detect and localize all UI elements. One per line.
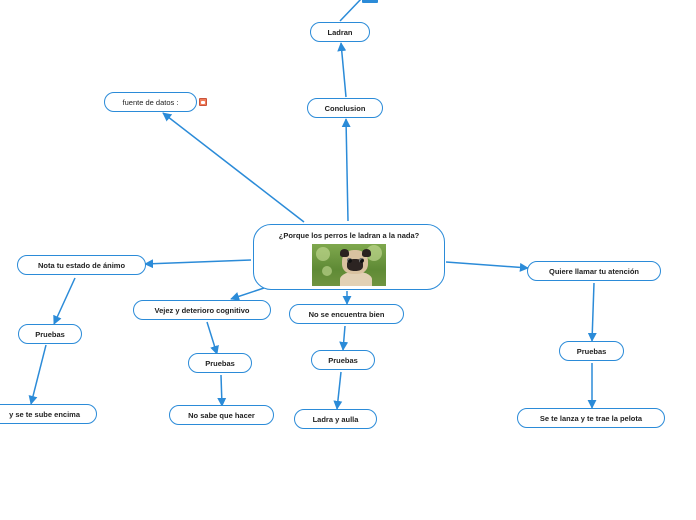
node-ladran-label: Ladran (327, 27, 353, 37)
node-fuente-de-datos-label: fuente de datos : (122, 97, 179, 107)
node-no-se-encuentra-bien[interactable]: No se encuentra bien (289, 304, 404, 324)
node-quiere-label: Quiere llamar tu atención (548, 266, 640, 276)
node-conclusion[interactable]: Conclusion (307, 98, 383, 118)
node-pruebas-quiere[interactable]: Pruebas (559, 341, 624, 361)
edge-pruebas-ladra (333, 371, 343, 410)
central-topic-title: ¿Porque los perros le ladran a la nada? (278, 231, 420, 240)
node-pruebas-nota-label: Pruebas (35, 329, 65, 339)
edge-central-fuente (162, 112, 305, 223)
node-no-sabe-label: No sabe que hacer (188, 410, 255, 420)
node-pruebas-quiere-label: Pruebas (576, 346, 607, 356)
edge-ladran-top (339, 0, 362, 22)
edge-central-conclusion (341, 118, 351, 222)
edge-nota-pruebas (53, 277, 76, 325)
edge-central-quiere (445, 261, 529, 272)
node-nota-estado-animo[interactable]: Nota tu estado de ánimo (17, 255, 146, 275)
node-pruebas-no-bien[interactable]: Pruebas (311, 350, 375, 370)
node-sube-encima-label: y se te sube encima (9, 409, 80, 419)
node-pruebas-nota[interactable]: Pruebas (18, 324, 82, 344)
attachment-icon[interactable] (199, 98, 207, 106)
pug-photo (312, 244, 386, 286)
edge-quiere-pruebas (587, 282, 597, 342)
node-no-bien-label: No se encuentra bien (308, 309, 385, 319)
node-ladra-aulla-label: Ladra y aulla (312, 414, 359, 424)
node-nota-label: Nota tu estado de ánimo (37, 260, 126, 270)
node-pruebas-vejez[interactable]: Pruebas (188, 353, 252, 373)
edge-central-vejez (230, 287, 265, 301)
node-sube-encima[interactable]: y se te sube encima (0, 404, 97, 424)
node-pelota-label: Se te lanza y te trae la pelota (539, 413, 643, 423)
node-ladra-y-aulla[interactable]: Ladra y aulla (294, 409, 377, 429)
node-vejez-label: Vejez y deterioro cognitivo (154, 305, 250, 315)
node-fuente-de-datos[interactable]: fuente de datos : (104, 92, 197, 112)
central-topic[interactable]: ¿Porque los perros le ladran a la nada? (253, 224, 445, 290)
node-lanza-pelota[interactable]: Se te lanza y te trae la pelota (517, 408, 665, 428)
node-no-sabe-que-hacer[interactable]: No sabe que hacer (169, 405, 274, 425)
node-conclusion-label: Conclusion (324, 103, 366, 113)
node-vejez-deterioro[interactable]: Vejez y deterioro cognitivo (133, 300, 271, 320)
top-node-marker[interactable] (362, 0, 378, 3)
edge-nobien-pruebas (339, 325, 349, 351)
edge-vejez-pruebas (206, 321, 219, 355)
node-pruebas-no-bien-label: Pruebas (328, 355, 358, 365)
node-quiere-llamar-atencion[interactable]: Quiere llamar tu atención (527, 261, 661, 281)
edge-conclusion-ladran (337, 42, 347, 98)
edge-central-nota (144, 259, 252, 269)
node-ladran[interactable]: Ladran (310, 22, 370, 42)
edge-pruebas-nosabe (217, 374, 227, 407)
node-pruebas-vejez-label: Pruebas (205, 358, 235, 368)
edge-pruebas-sube (28, 344, 47, 405)
